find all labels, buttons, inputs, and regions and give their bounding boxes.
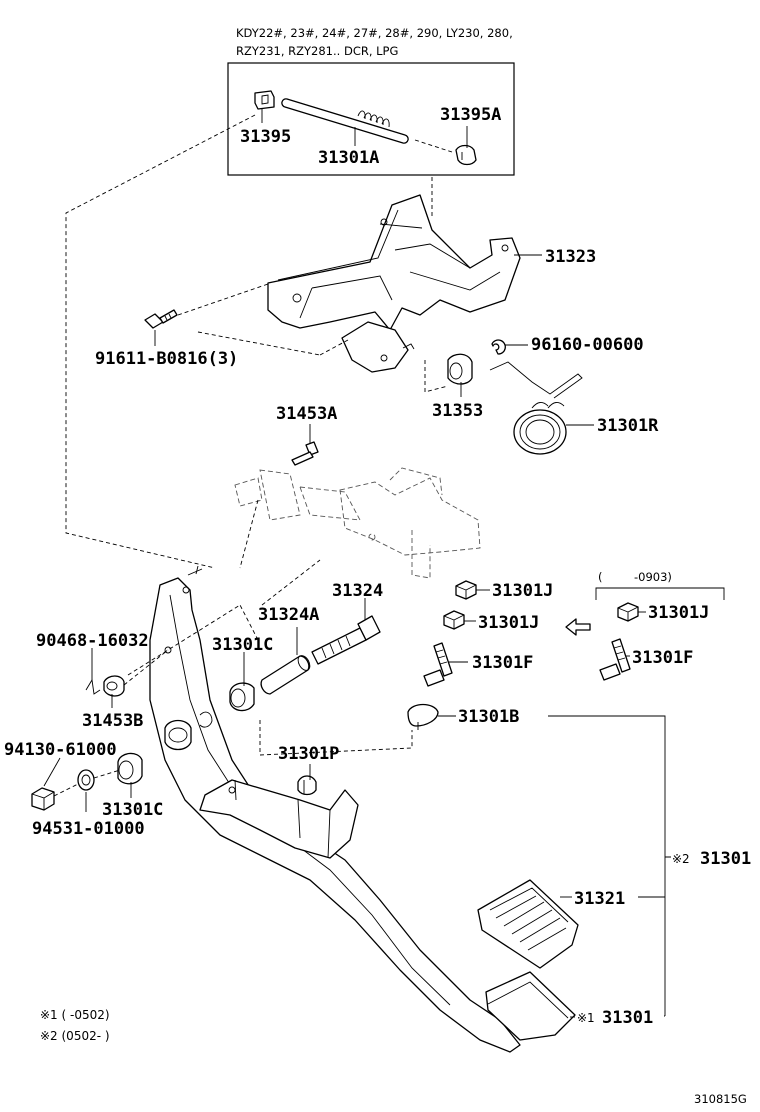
callout-31301-mark1: 31301: [602, 1008, 653, 1028]
callout-31301F-a: 31301F: [472, 653, 533, 673]
callout-94531-01000: 94531-01000: [32, 819, 145, 839]
clutch-pedal-arm-part: [149, 565, 521, 1053]
clip-90468-part: [85, 678, 101, 695]
bolt-91611-part: [144, 309, 178, 329]
callout-31301J-c: 31301J: [648, 603, 709, 623]
callout-90468-16032: 90468-16032: [36, 631, 149, 651]
clip-96160-part: [491, 339, 506, 355]
arrow-left-icon: [565, 618, 591, 636]
washer-94531-part: [77, 769, 95, 791]
callout-31324: 31324: [332, 581, 383, 601]
nut-31301J-b-part: [443, 610, 465, 630]
nut-94130-part: [31, 787, 55, 811]
bolt-31453A-part: [291, 441, 319, 466]
range-0903: -0903): [634, 570, 672, 584]
cushion-31453B-part: [103, 675, 125, 697]
applicability-line-1: KDY22#, 23#, 24#, 27#, 28#, 290, LY230, …: [236, 26, 513, 40]
callout-96160-00600: 96160-00600: [531, 335, 644, 355]
pedal-pad-31321-part: [477, 879, 579, 969]
callout-31301P: 31301P: [278, 744, 339, 764]
bolt-31301F-a-part: [423, 642, 453, 687]
callout-31301R: 31301R: [597, 416, 659, 436]
bolt-31301F-b-part: [599, 638, 631, 681]
ref-mark-1: ※1: [577, 1011, 595, 1025]
callout-31324A: 31324A: [258, 605, 319, 625]
nut-31301J-c-part: [617, 602, 639, 622]
range-paren-open: (: [598, 570, 603, 584]
bushing-31395-part: [254, 90, 275, 110]
collar-31324A-part: [260, 655, 311, 695]
clip-31301P-part: [297, 775, 317, 796]
bushing-31353-part: [447, 353, 473, 385]
callout-31353: 31353: [432, 401, 483, 421]
master-cylinder-reference-outline: [234, 467, 481, 579]
callout-31395: 31395: [240, 127, 291, 147]
ref-mark-2: ※2: [672, 852, 690, 866]
callout-31453B: 31453B: [82, 711, 143, 731]
bushing-31301C-upper-part: [229, 682, 255, 712]
callout-31301C-lower: 31301C: [102, 800, 163, 820]
return-spring-31301R-part: [489, 361, 583, 455]
nut-31301J-a-part: [455, 580, 477, 600]
callout-31301J-a: 31301J: [492, 581, 553, 601]
callout-31301B: 31301B: [458, 707, 519, 727]
applicability-line-2: RZY231, RZY281.. DCR, LPG: [236, 44, 398, 58]
callout-91611-b0816: 91611-B0816(3): [95, 349, 238, 369]
callout-31301-mark2: 31301: [700, 849, 751, 869]
footnote-2: ※2 (0502- ): [40, 1029, 110, 1043]
callout-94130-61000: 94130-61000: [4, 740, 117, 760]
pedal-bracket-31323-part: [267, 194, 521, 373]
stopper-31301B-part: [407, 703, 439, 730]
inset-box: [227, 62, 515, 176]
callout-31321: 31321: [574, 889, 625, 909]
bushing-31301C-lower-part: [117, 752, 143, 785]
spring-rod-31301A-part: [281, 98, 409, 144]
callout-31301F-b: 31301F: [632, 648, 693, 668]
pivot-bolt-31324-part: [311, 615, 381, 665]
callout-31301A: 31301A: [318, 148, 379, 168]
callout-31323: 31323: [545, 247, 596, 267]
pedal-end-plate-part: [485, 971, 576, 1041]
footnote-1: ※1 ( -0502): [40, 1008, 110, 1022]
figure-code: 310815G: [694, 1092, 747, 1106]
callout-31395A: 31395A: [440, 105, 501, 125]
callout-31453A: 31453A: [276, 404, 337, 424]
bushing-31395A-part: [455, 144, 477, 166]
callout-31301C-upper: 31301C: [212, 635, 273, 655]
callout-31301J-b: 31301J: [478, 613, 539, 633]
